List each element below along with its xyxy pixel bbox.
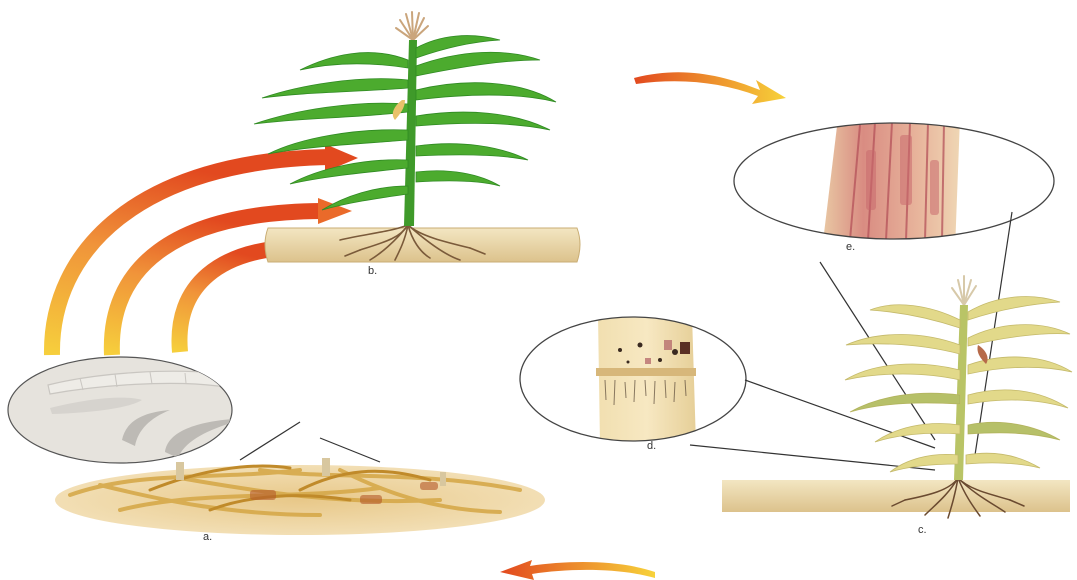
fungal-spores-circle [8,357,248,463]
label-b: b. [368,266,377,277]
label-e: e. [846,242,855,253]
infection-arrow-middle [112,198,352,355]
cycle-arrow-b-to-c [634,72,786,104]
stalk-rot-interior-circle [734,118,1054,250]
label-d: d. [647,441,656,452]
stalk-lesion-exterior-circle [520,315,746,445]
healthy-maize-plant [254,12,580,262]
diseased-maize-plant [722,276,1072,518]
cycle-arrow-c-to-a [500,560,655,580]
crop-residue-debris [55,458,545,535]
label-c: c. [918,525,927,536]
label-a: a. [203,532,212,543]
